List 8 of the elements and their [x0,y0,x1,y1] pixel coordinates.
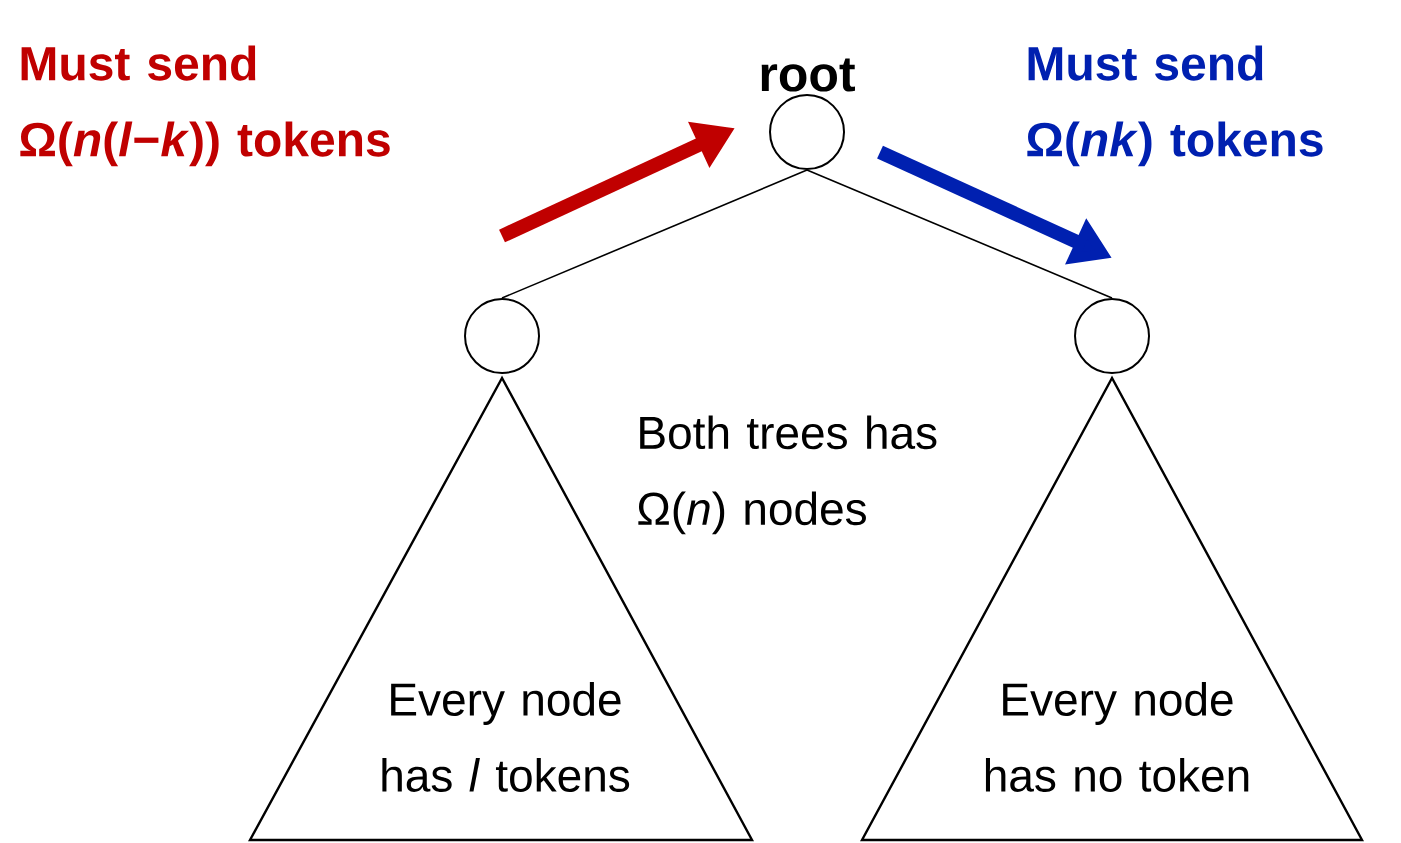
tree-edge [806,169,1113,299]
tree-edge [501,169,808,299]
annotation-text: Must send Ω(n(l−k)) tokens [20,45,390,167]
tree-node-circle [464,298,540,374]
node-label: root [761,58,855,92]
annotation-text: Must send Ω(nk) tokens [1027,45,1323,167]
annotation-text: Both trees has Ω(n) nodes [638,415,937,535]
tree-node-circle [1074,298,1150,374]
